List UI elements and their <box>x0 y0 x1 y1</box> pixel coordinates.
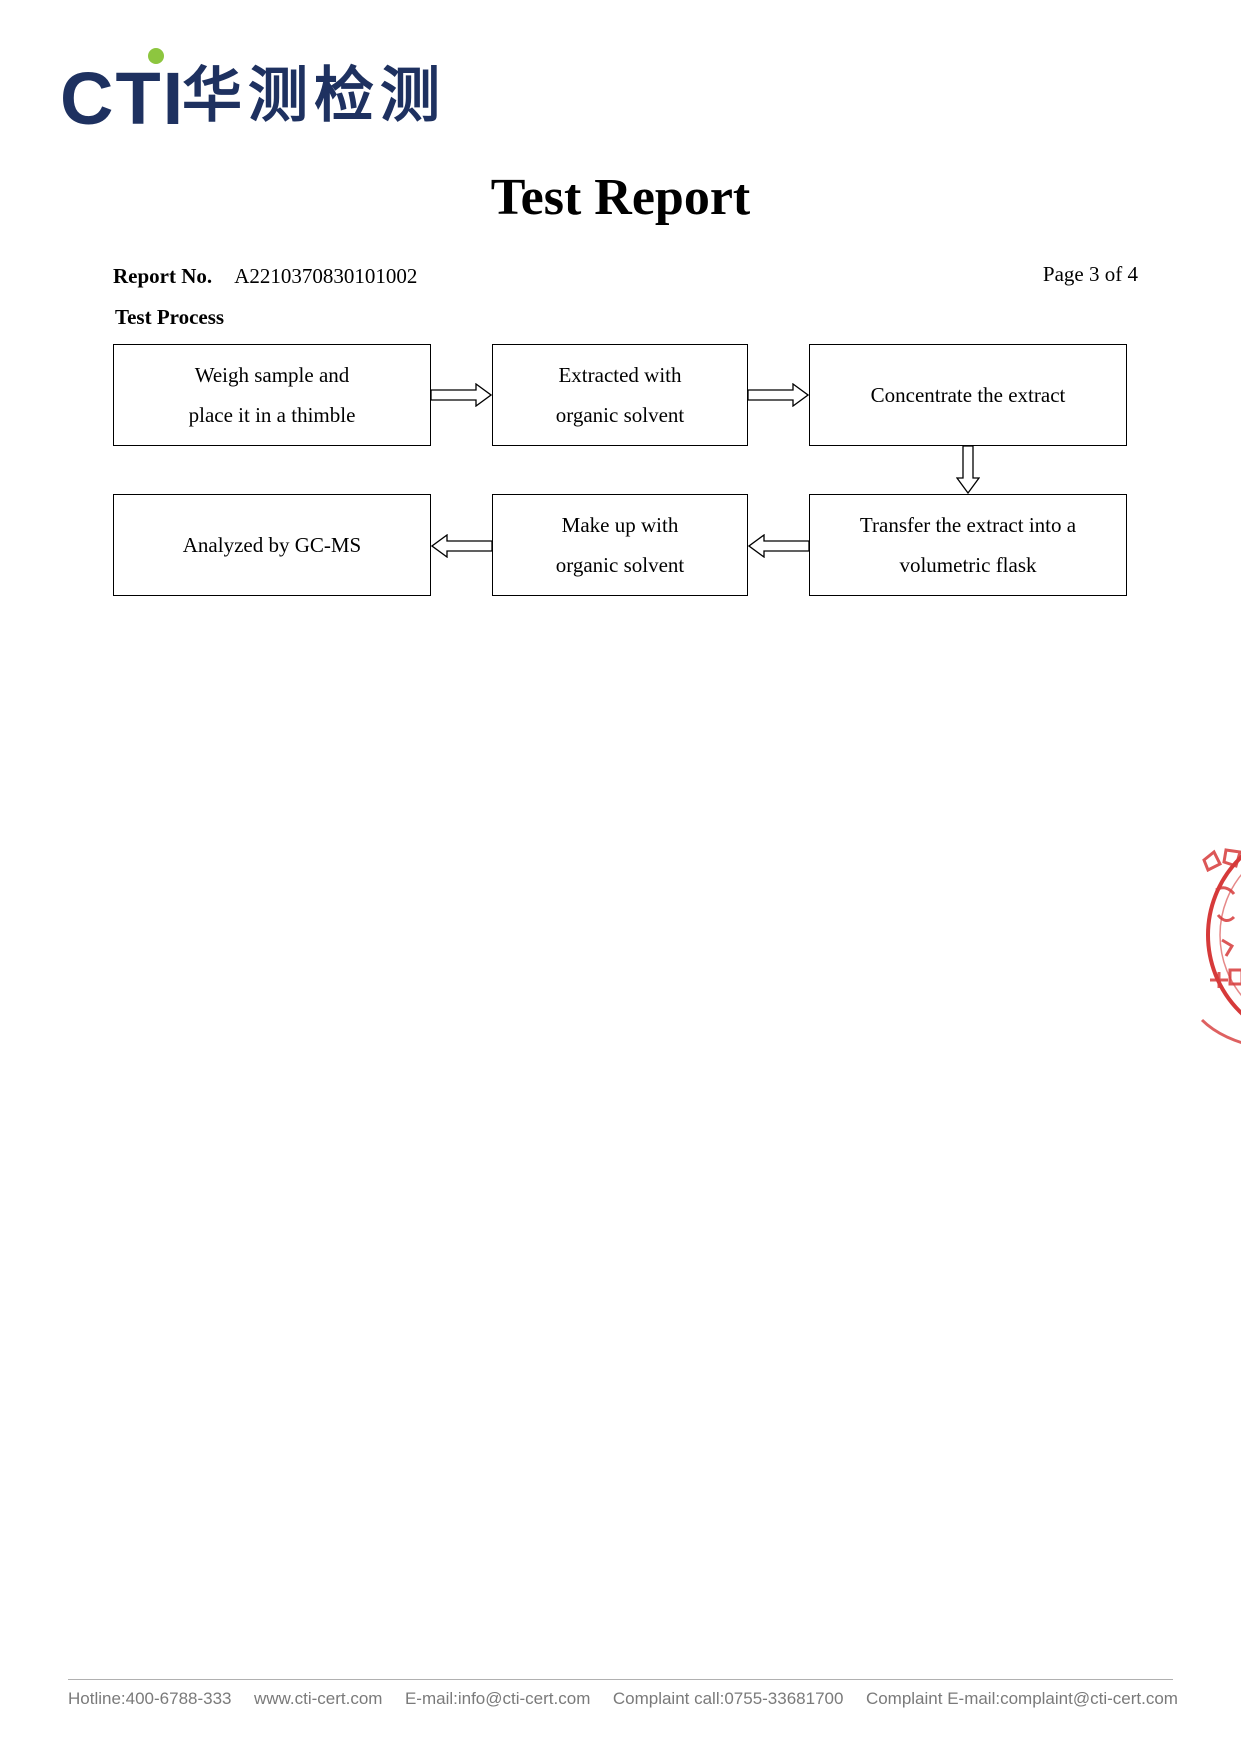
flow-step-text: Analyzed by GC-MS <box>182 533 362 557</box>
footer: Hotline:400-6788-333 www.cti-cert.com E-… <box>68 1689 1178 1709</box>
flow-step-text: Transfer the extract into a <box>859 513 1077 537</box>
flow-step-text: volumetric flask <box>899 553 1037 577</box>
flow-step-extract: Extracted with organic solvent <box>492 344 748 446</box>
logo-chinese: 华测检测 <box>182 61 446 131</box>
report-number-row: Report No. A2210370830101002 <box>113 264 417 289</box>
footer-divider <box>68 1679 1173 1680</box>
flow-step-make-up: Make up with organic solvent <box>492 494 748 596</box>
flow-step-text: place it in a thimble <box>188 403 356 427</box>
arrow-left-icon <box>431 534 492 558</box>
report-number-value: A2210370830101002 <box>234 264 418 288</box>
footer-complaint-call: Complaint call:0755-33681700 <box>612 1689 844 1708</box>
report-number-label: Report No. <box>113 264 213 288</box>
flow-step-analyze: Analyzed by GC-MS <box>113 494 431 596</box>
logo-brand: CTI <box>60 57 186 140</box>
arrow-down-icon <box>956 446 980 494</box>
flow-step-text: organic solvent <box>555 403 685 427</box>
footer-website[interactable]: www.cti-cert.com <box>254 1689 383 1708</box>
page-title: Test Report <box>490 169 751 226</box>
flow-step-weigh: Weigh sample and place it in a thimble <box>113 344 431 446</box>
section-title: Test Process <box>115 305 225 329</box>
arrow-left-icon <box>748 534 809 558</box>
flow-step-text: Extracted with <box>558 363 682 387</box>
footer-hotline: Hotline:400-6788-333 <box>68 1689 232 1708</box>
footer-email[interactable]: E-mail:info@cti-cert.com <box>404 1689 591 1708</box>
flow-step-transfer: Transfer the extract into a volumetric f… <box>809 494 1127 596</box>
flow-step-text: organic solvent <box>555 553 685 577</box>
arrow-right-icon <box>431 383 492 407</box>
company-seal-stamp <box>1200 848 1241 1045</box>
logo-dot-icon <box>148 48 164 64</box>
flow-step-text: Concentrate the extract <box>870 383 1066 407</box>
footer-complaint-email[interactable]: Complaint E-mail:complaint@cti-cert.com <box>865 1689 1178 1708</box>
flow-step-text: Make up with <box>561 513 679 537</box>
arrow-right-icon <box>748 383 809 407</box>
flow-step-text: Weigh sample and <box>194 363 350 387</box>
page-number: Page 3 of 4 <box>1042 262 1138 286</box>
flow-step-concentrate: Concentrate the extract <box>809 344 1127 446</box>
